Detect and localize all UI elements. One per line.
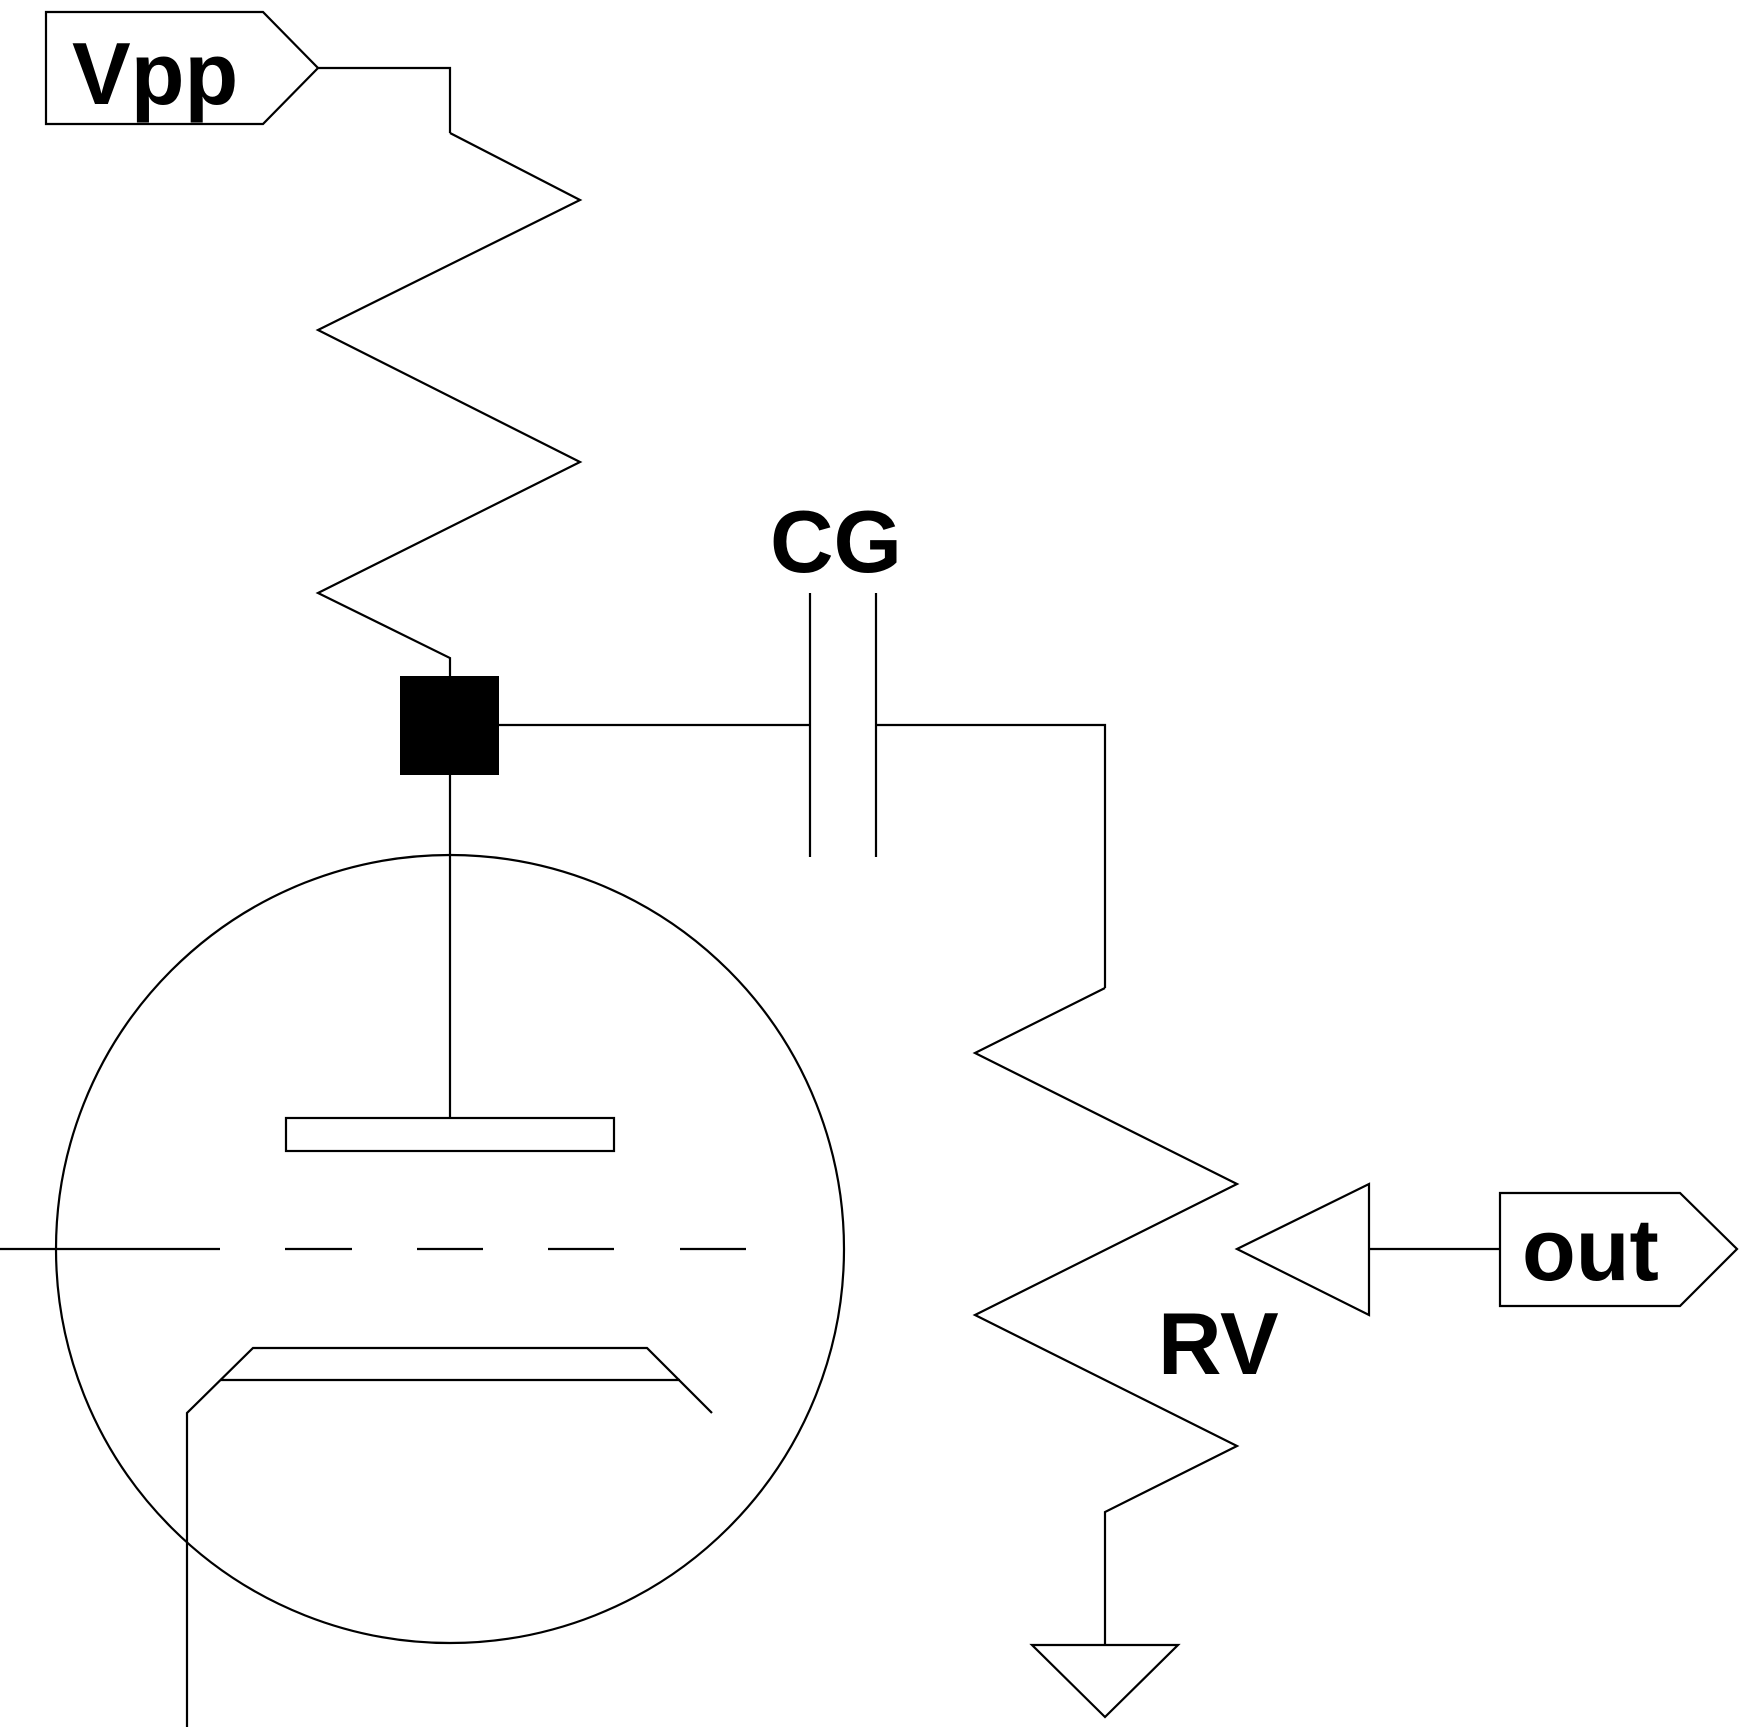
- vpp-port: Vpp: [44, 10, 320, 126]
- plate-resistor: [315, 132, 583, 676]
- vpp-port-outline: [44, 10, 320, 126]
- cap-right-wire: [876, 723, 1107, 988]
- ground-icon: [1029, 1643, 1181, 1719]
- out-port-outline: [1498, 1191, 1739, 1308]
- volume-potentiometer: RV: [972, 987, 1279, 1645]
- out-port: out: [1498, 1191, 1739, 1308]
- out-label: out: [1522, 1200, 1659, 1299]
- tube-cathode: [185, 1346, 713, 1727]
- vpp-label: Vpp: [72, 24, 238, 123]
- rv-label: RV: [1158, 1294, 1279, 1393]
- cg-label: CG: [770, 492, 902, 591]
- junction-node: [400, 676, 499, 775]
- tube-plate: [284, 1116, 616, 1153]
- pot-resistor: [972, 987, 1240, 1645]
- vpp-wire: [318, 66, 452, 133]
- coupling-capacitor: CG: [770, 492, 902, 857]
- cathode-outer: [185, 1346, 713, 1727]
